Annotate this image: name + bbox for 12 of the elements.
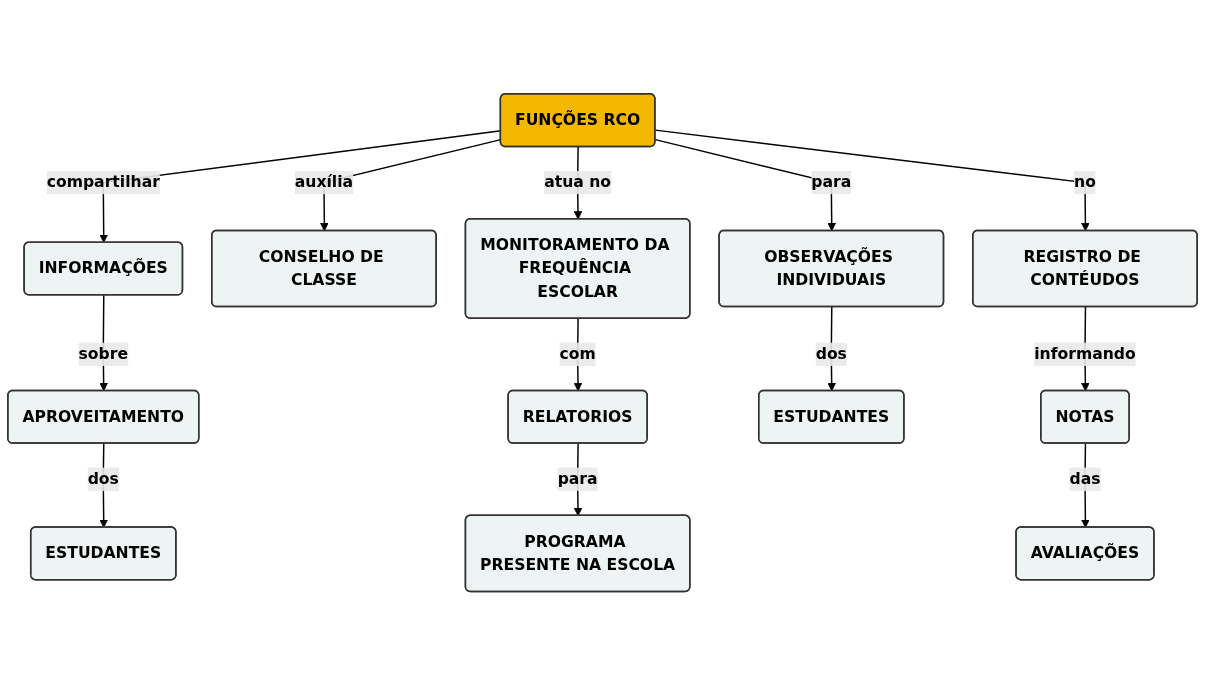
edge-label: para xyxy=(811,173,852,192)
edge-label: com xyxy=(559,344,596,364)
edge-label: sobre xyxy=(78,344,129,364)
edge-label: auxília xyxy=(294,173,354,192)
edge-label: informando xyxy=(1034,344,1136,364)
edge-label: para xyxy=(557,469,598,489)
edge-label: dos xyxy=(815,344,847,364)
edge-label: compartilhar xyxy=(46,173,160,192)
edge-label: das xyxy=(1069,469,1101,489)
edge-label: dos xyxy=(87,469,119,489)
edge-label: no xyxy=(1074,173,1096,192)
edge-label: atua no xyxy=(544,173,612,192)
